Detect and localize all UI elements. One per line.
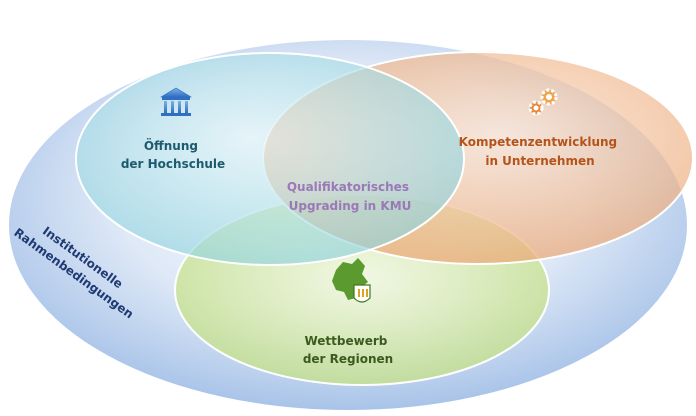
unternehmen-label-line2: in Unternehmen (485, 154, 594, 168)
unternehmen-label-line1: Kompetenzentwicklung (459, 135, 617, 149)
hochschule-label-line1: Öffnung (144, 138, 198, 153)
hochschule-label-line2: der Hochschule (121, 157, 225, 171)
center-label-line2: Upgrading in KMU (289, 199, 412, 213)
svg-text:Öffnung der Hochschule: Öffnung der Hochschule (121, 138, 225, 171)
region-map-shield-icon (332, 258, 371, 303)
center-label-line1: Qualifikatorisches (287, 180, 409, 194)
university-building-icon (159, 87, 193, 116)
svg-text:Qualifikatorisches Upgradi: Qualifikatorisches Upgrading in KMU (287, 180, 413, 213)
regionen-label-line2: der Regionen (303, 352, 393, 366)
svg-text:Wettbewerb der Regionen: Wettbewerb der Regionen (303, 334, 393, 366)
regionen-label-line1: Wettbewerb (304, 334, 387, 348)
gears-icon (528, 88, 558, 116)
svg-text:Kompetenzentwicklung in Un: Kompetenzentwicklung in Unternehmen (459, 135, 622, 168)
